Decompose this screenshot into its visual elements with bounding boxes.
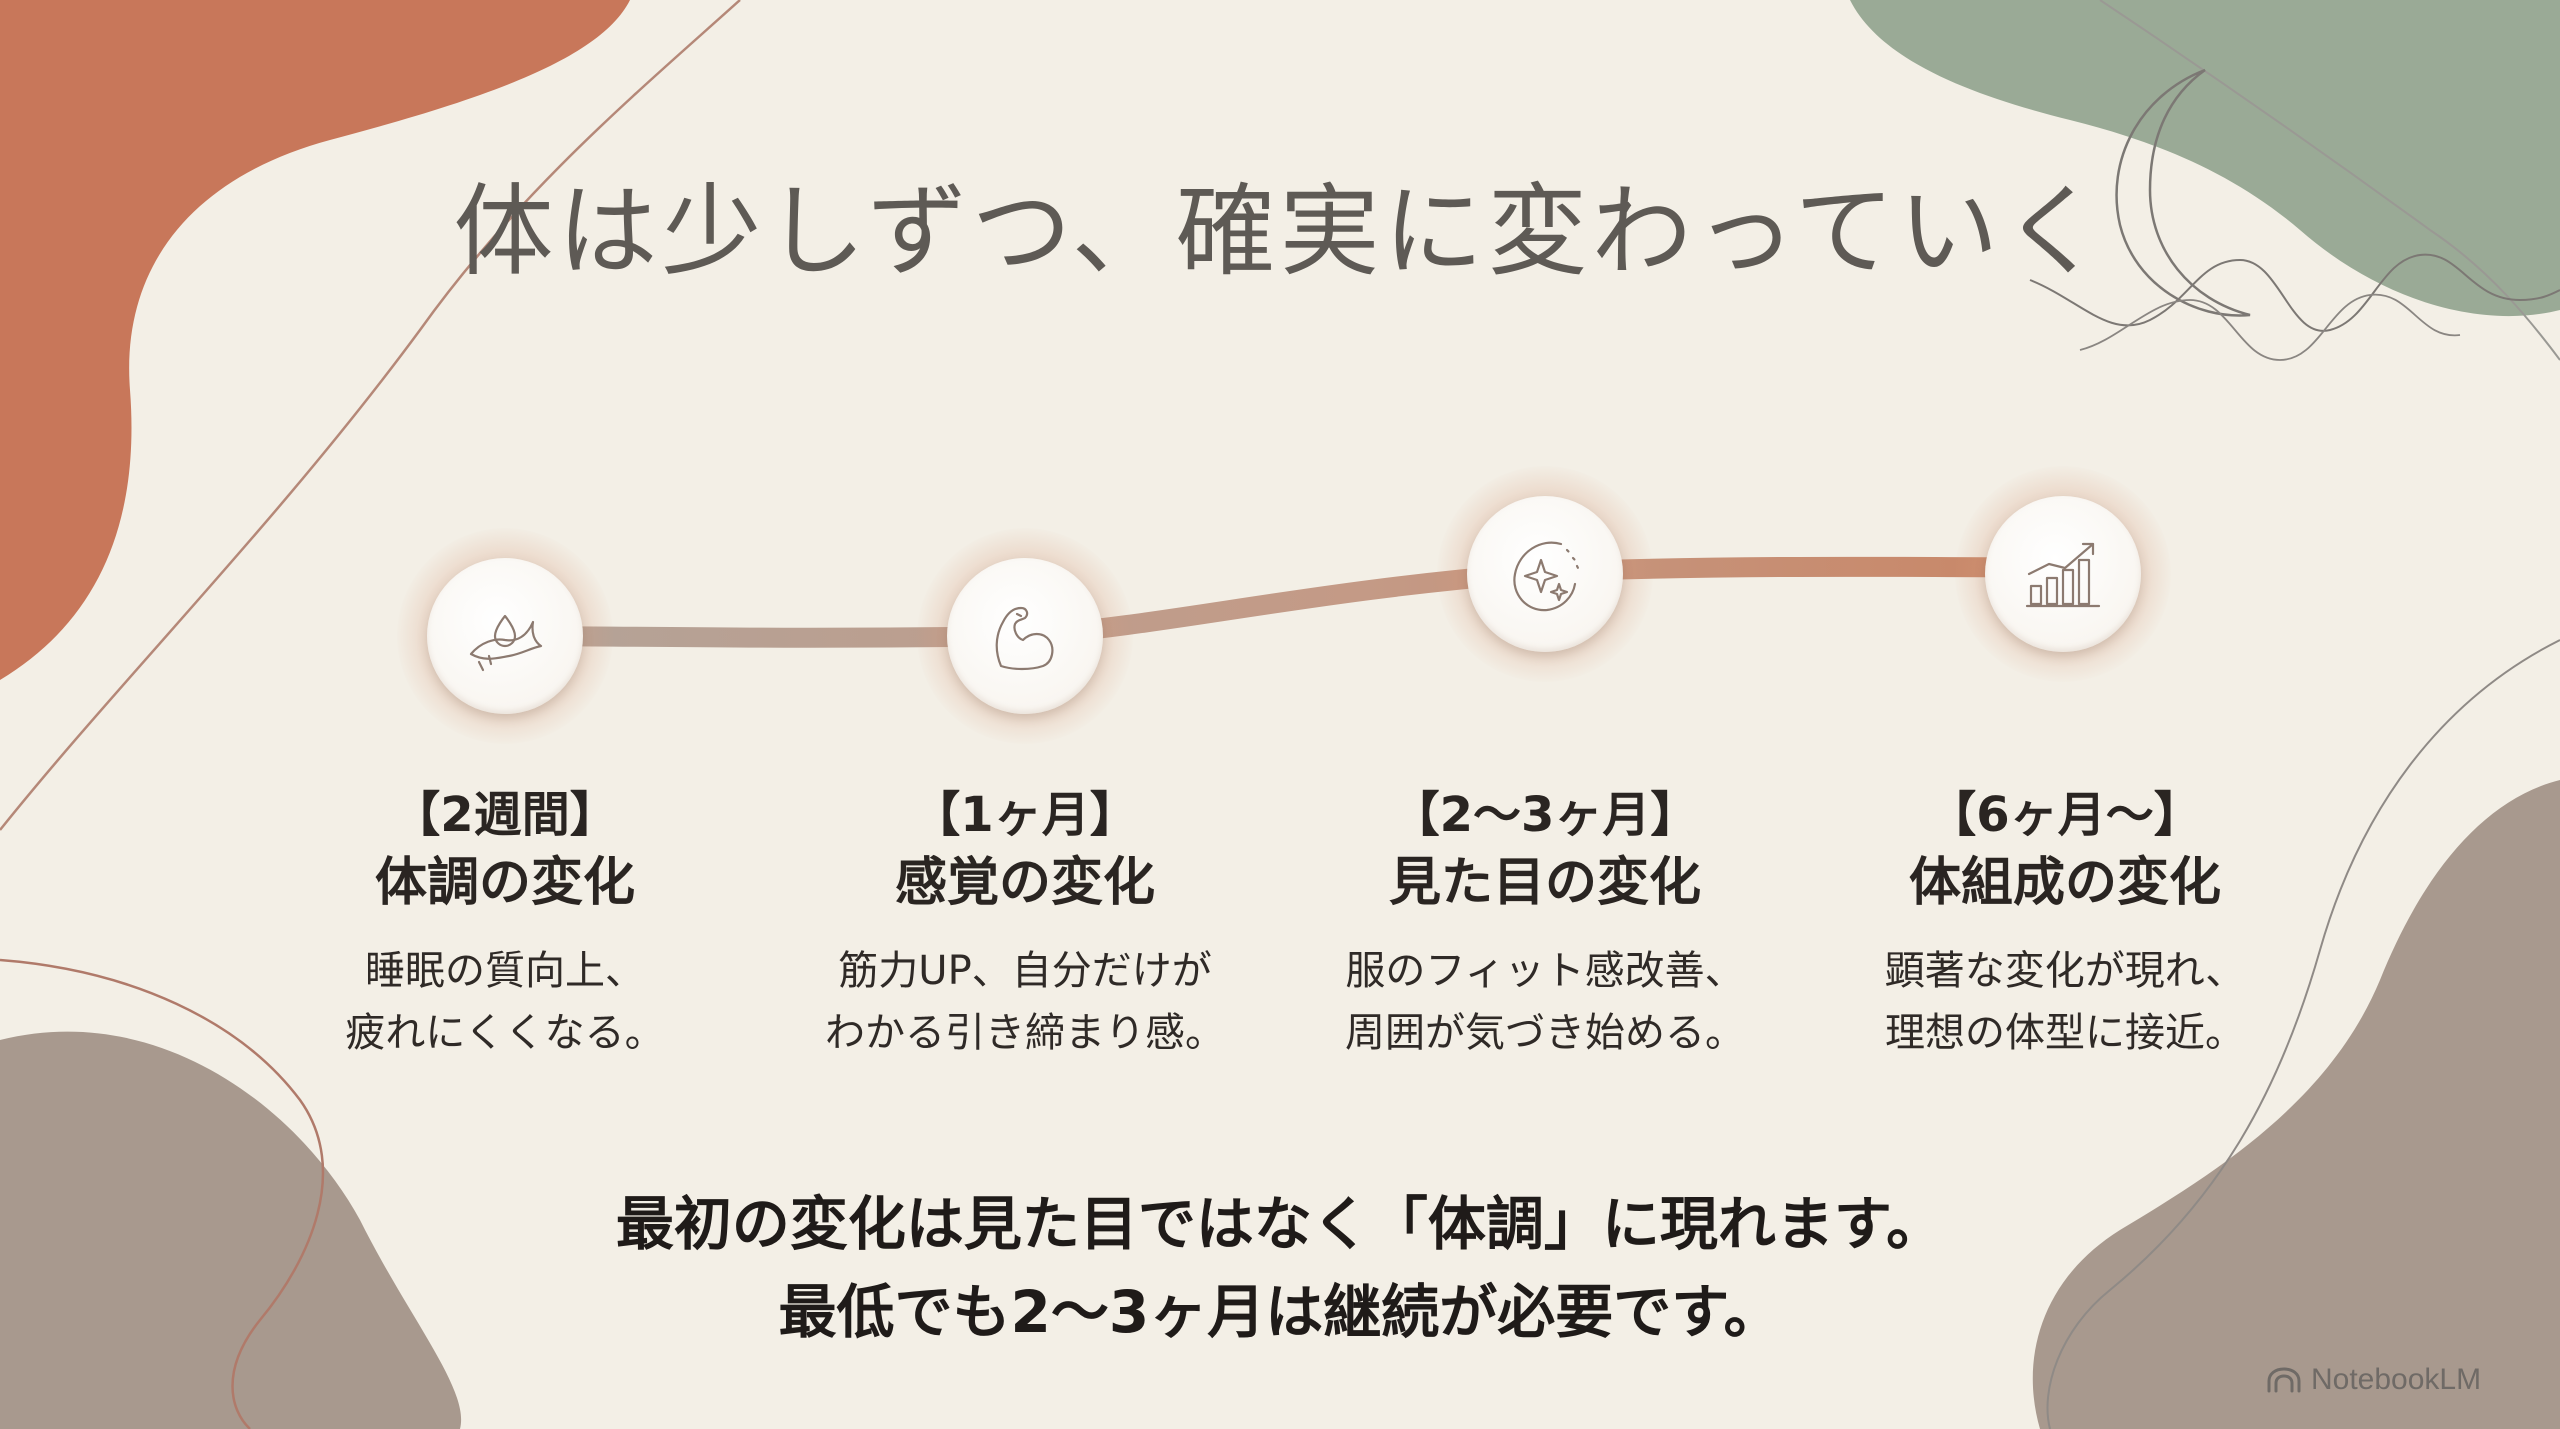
wave-ornament-2	[2079, 293, 2461, 361]
stage-heading: 体調の変化	[374, 853, 635, 913]
summary-text: 最初の変化は見た目ではなく「体調」に現れます。 最低でも2〜3ヶ月は継続が必要で…	[0, 1180, 2560, 1356]
notebooklm-logo-icon	[2267, 1367, 2301, 1393]
deco-line-top-right	[2099, 0, 2560, 361]
stage-2: 【1ヶ月】 感覚の変化 筋力UP、自分だけが わかる引き締まり感。	[765, 782, 1285, 1064]
timeline-line	[495, 556, 2070, 648]
sparkle-face-icon	[1513, 541, 1580, 612]
stage-description: 顕著な変化が現れ、 理想の体型に接近。	[1884, 948, 2246, 1056]
flexed-arm-icon	[995, 606, 1054, 671]
stage-period: 【6ヶ月〜】	[1928, 787, 2202, 843]
stage-node-1	[397, 528, 613, 744]
crescent-moon-ornament	[2115, 68, 2251, 317]
stage-node-2	[917, 528, 1133, 744]
stage-description: 筋力UP、自分だけが わかる引き締まり感。	[825, 948, 1225, 1056]
stage-1: 【2週間】 体調の変化 睡眠の質向上、 疲れにくくなる。	[245, 782, 765, 1064]
summary-line-2: 最低でも2〜3ヶ月は継続が必要です。	[778, 1278, 1782, 1346]
stage-heading: 体組成の変化	[1908, 853, 2221, 913]
notebooklm-watermark: NotebookLM	[2265, 1360, 2481, 1400]
stage-node-4	[1955, 466, 2171, 682]
sleep-drop-icon	[469, 614, 543, 672]
growth-chart-icon	[2025, 542, 2101, 608]
brand-name: NotebookLM	[2311, 1363, 2482, 1396]
summary-line-1: 最初の変化は見た目ではなく「体調」に現れます。	[615, 1190, 1945, 1258]
sage-blob	[1850, 0, 2560, 317]
stage-period: 【1ヶ月】	[912, 787, 1138, 843]
stage-4: 【6ヶ月〜】 体組成の変化 顕著な変化が現れ、 理想の体型に接近。	[1805, 782, 2325, 1064]
terracotta-blob	[0, 0, 630, 680]
stage-description: 服のフィット感改善、 周囲が気づき始める。	[1345, 948, 1745, 1056]
wave-ornament	[2029, 253, 2560, 332]
stage-period: 【2〜3ヶ月】	[1391, 787, 1699, 843]
stage-period: 【2週間】	[392, 787, 618, 843]
page-title: 体は少しずつ、確実に変わっていく	[453, 173, 2107, 290]
stage-heading: 見た目の変化	[1388, 853, 1701, 913]
deco-line-right	[2046, 639, 2560, 1429]
stage-node-3	[1437, 466, 1653, 682]
deco-line-left-bottom	[0, 958, 325, 1429]
taupe-blob-left	[0, 1031, 462, 1429]
deco-line-left	[0, 0, 741, 831]
taupe-blob-right	[2032, 780, 2560, 1429]
stage-3: 【2〜3ヶ月】 見た目の変化 服のフィット感改善、 周囲が気づき始める。	[1285, 782, 1805, 1064]
stage-heading: 感覚の変化	[894, 853, 1155, 913]
stage-description: 睡眠の質向上、 疲れにくくなる。	[345, 948, 665, 1056]
